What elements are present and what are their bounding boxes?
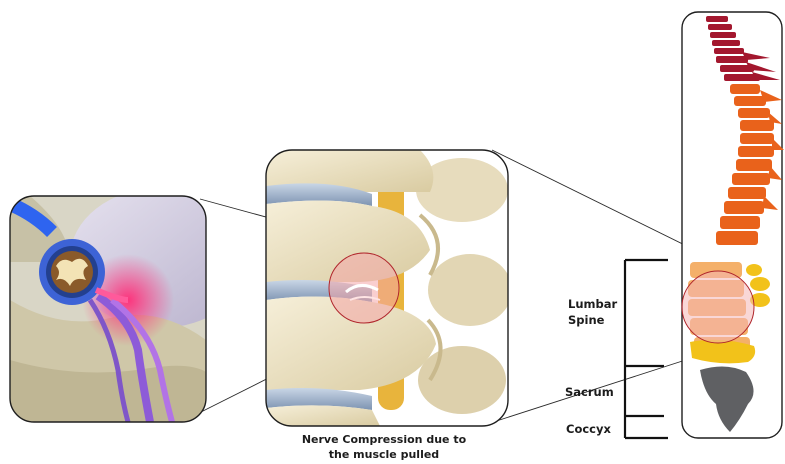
vertebrae-panel [266, 150, 512, 426]
region-bracket [625, 260, 668, 438]
lumbar-spine-label: Lumbar Spine [568, 296, 617, 328]
nerve-closeup-panel [10, 188, 250, 422]
lumbar-label-line2: Spine [568, 312, 617, 328]
caption-line1: Nerve Compression due to [268, 432, 500, 447]
sacrum-label: Sacrum [565, 384, 614, 400]
caption-line2: the muscle pulled [268, 447, 500, 462]
figure-caption: Nerve Compression due to the muscle pull… [268, 432, 500, 462]
lumbar-label-line1: Lumbar [568, 296, 617, 312]
lumbar-highlight [682, 271, 754, 343]
coccyx-label: Coccyx [566, 421, 611, 437]
